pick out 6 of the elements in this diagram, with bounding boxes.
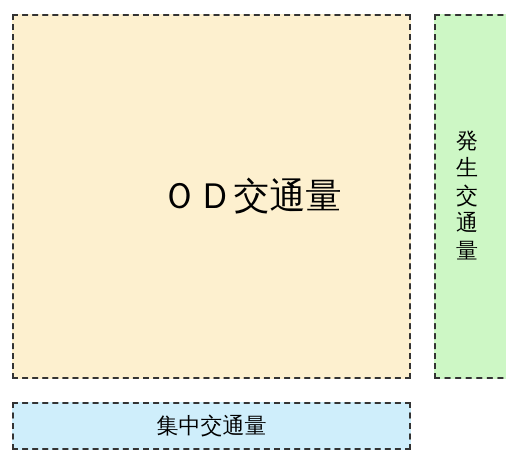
box-label: 発生交通量 — [456, 128, 478, 266]
column-total-box — [12, 402, 411, 450]
box-label: ＯＤ交通量 — [162, 175, 342, 219]
row-total-box — [434, 14, 506, 379]
box-label: 集中交通量 — [156, 413, 266, 441]
matrix-box — [12, 14, 411, 379]
